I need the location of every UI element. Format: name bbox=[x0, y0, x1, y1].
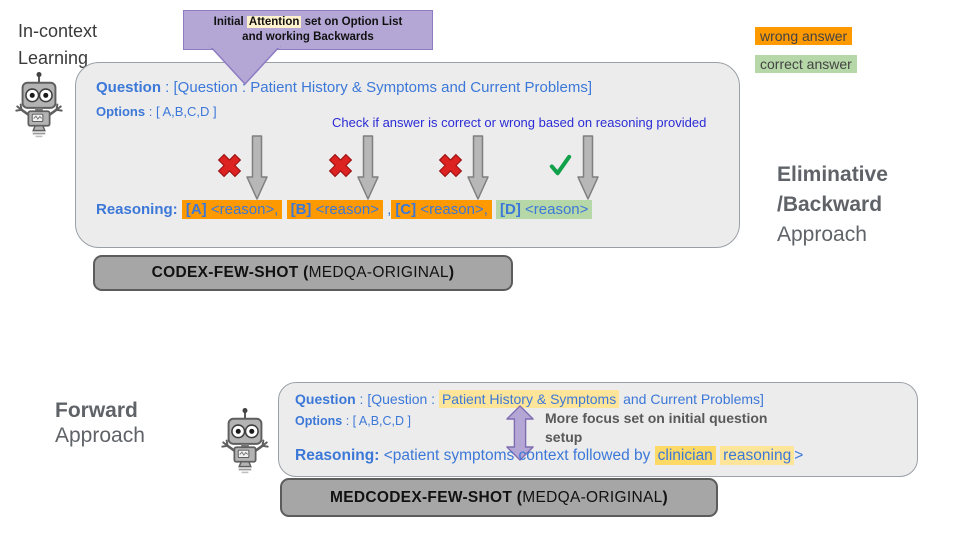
attention-highlight: Attention bbox=[246, 16, 302, 28]
indicator-option-b bbox=[328, 135, 379, 201]
reason-option-d: [D] <reason> bbox=[496, 200, 593, 219]
medcodex-caption: MEDCODEX-FEW-SHOT (MEDQA-ORIGINAL) bbox=[280, 478, 718, 517]
legend-wrong-answer: wrong answer bbox=[755, 27, 853, 45]
forward-approach-box: Question : [Question : Patient History &… bbox=[278, 382, 918, 477]
robot-icon bbox=[15, 70, 63, 138]
red-x-icon bbox=[328, 153, 353, 178]
backward-approach-box: Question : [Question : Patient History &… bbox=[75, 62, 740, 248]
incontext-line2: Learning bbox=[18, 48, 89, 68]
indicator-option-c bbox=[438, 135, 489, 201]
green-check-icon bbox=[549, 154, 572, 176]
callout-line2: and working Backwards bbox=[242, 31, 374, 43]
incontext-line1: In-context bbox=[18, 21, 98, 41]
forward-approach-label: Forward Approach bbox=[55, 399, 145, 447]
attention-callout: Initial Attention set on Option List and… bbox=[183, 10, 433, 50]
red-x-icon bbox=[438, 153, 463, 178]
question-focus-highlight: Patient History & Symptoms bbox=[438, 390, 620, 408]
incontext-learning-label: In-context Learning bbox=[18, 18, 97, 72]
reasoning-label: Reasoning: bbox=[295, 447, 380, 464]
backward-reasoning-line: Reasoning: [A] <reason>, [B] <reason> ,[… bbox=[96, 200, 593, 219]
reasoning-label: Reasoning: bbox=[96, 201, 178, 218]
indicator-option-d bbox=[548, 135, 599, 201]
reason-option-b: [B] <reason> bbox=[286, 200, 383, 219]
reason-option-a: [A] <reason>, bbox=[181, 200, 283, 219]
robot-icon bbox=[221, 406, 269, 474]
legend-correct-answer: correct answer bbox=[755, 55, 857, 73]
purple-double-arrow-icon bbox=[506, 405, 534, 461]
down-arrow-icon bbox=[357, 135, 379, 200]
indicator-option-a bbox=[217, 135, 268, 201]
codex-caption: CODEX-FEW-SHOT (MEDQA-ORIGINAL) bbox=[93, 255, 513, 291]
check-answer-note: Check if answer is correct or wrong base… bbox=[332, 115, 707, 130]
options-line: Options : [ A,B,C,D ] bbox=[96, 104, 217, 119]
reasoning-highlight: reasoning bbox=[720, 446, 795, 465]
forward-reasoning-line: Reasoning: <patient symptoms context fol… bbox=[295, 446, 804, 465]
question-line: Question : [Question : Patient History &… bbox=[96, 79, 593, 96]
backward-approach-label: Eliminative /Backward Approach bbox=[777, 163, 888, 246]
down-arrow-icon bbox=[467, 135, 489, 200]
clinician-highlight: clinician bbox=[654, 446, 716, 465]
down-arrow-icon bbox=[577, 135, 599, 200]
focus-note: More focus set on initial question setup bbox=[545, 410, 768, 445]
question-line: Question : [Question : Patient History &… bbox=[295, 390, 764, 408]
options-line: Options : [ A,B,C,D ] bbox=[295, 414, 411, 428]
reason-option-c: [C] <reason>, bbox=[391, 200, 492, 219]
callout-line1: Initial Attention set on Option List bbox=[213, 16, 403, 28]
red-x-icon bbox=[217, 153, 242, 178]
down-arrow-icon bbox=[246, 135, 268, 200]
callout-pointer-icon bbox=[208, 46, 282, 86]
